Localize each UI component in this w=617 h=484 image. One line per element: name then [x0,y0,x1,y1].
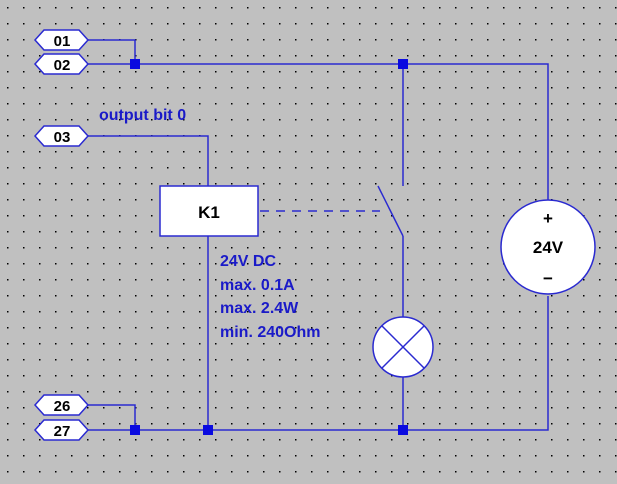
junctions [130,59,408,435]
port-03[interactable]: 03 [33,125,90,147]
net-label-output-bit: output bit 0 [99,107,186,124]
relay-coil-box [159,185,259,237]
source-label: 24V [533,238,564,257]
port-label: 01 [54,33,71,50]
relay-spec-power: max. 2.4W [220,300,299,317]
junction-dot [398,425,408,435]
lamp[interactable] [372,316,434,378]
voltage-source[interactable]: + 24V − [500,199,596,295]
port-27[interactable]: 27 [33,419,90,441]
source-circle [500,199,596,295]
junction-dot [398,59,408,69]
junction-dot [130,425,140,435]
wire-bottom-rail [88,296,549,431]
wire-top-rail [88,63,549,200]
port-label: 26 [54,398,71,415]
port-26[interactable]: 26 [33,394,90,416]
relay-specs: 24V DC max. 0.1A max. 2.4W min. 240Ohm [220,253,320,341]
port-label: 02 [54,57,71,74]
wire-switch-blade [377,185,404,237]
relay-spec-current: max. 0.1A [220,277,295,294]
port-02[interactable]: 02 [33,53,90,75]
source-plus: + [543,209,553,228]
relay-spec-resistance: min. 240Ohm [220,324,320,341]
port-label: 27 [54,423,71,440]
wire-port-26 [88,404,136,430]
junction-dot [130,59,140,69]
wire-port-01 [88,39,136,64]
relay-k1[interactable]: K1 [159,185,259,237]
wire-port-03-to-relay [88,135,209,186]
relay-spec-voltage: 24V DC [220,253,276,270]
lamp-cross-icon [381,325,425,369]
relay-name: K1 [198,203,220,222]
port-label: 03 [54,129,71,146]
source-minus: − [543,269,553,288]
wires [88,39,549,431]
junction-dot [203,425,213,435]
port-01[interactable]: 01 [33,29,90,51]
